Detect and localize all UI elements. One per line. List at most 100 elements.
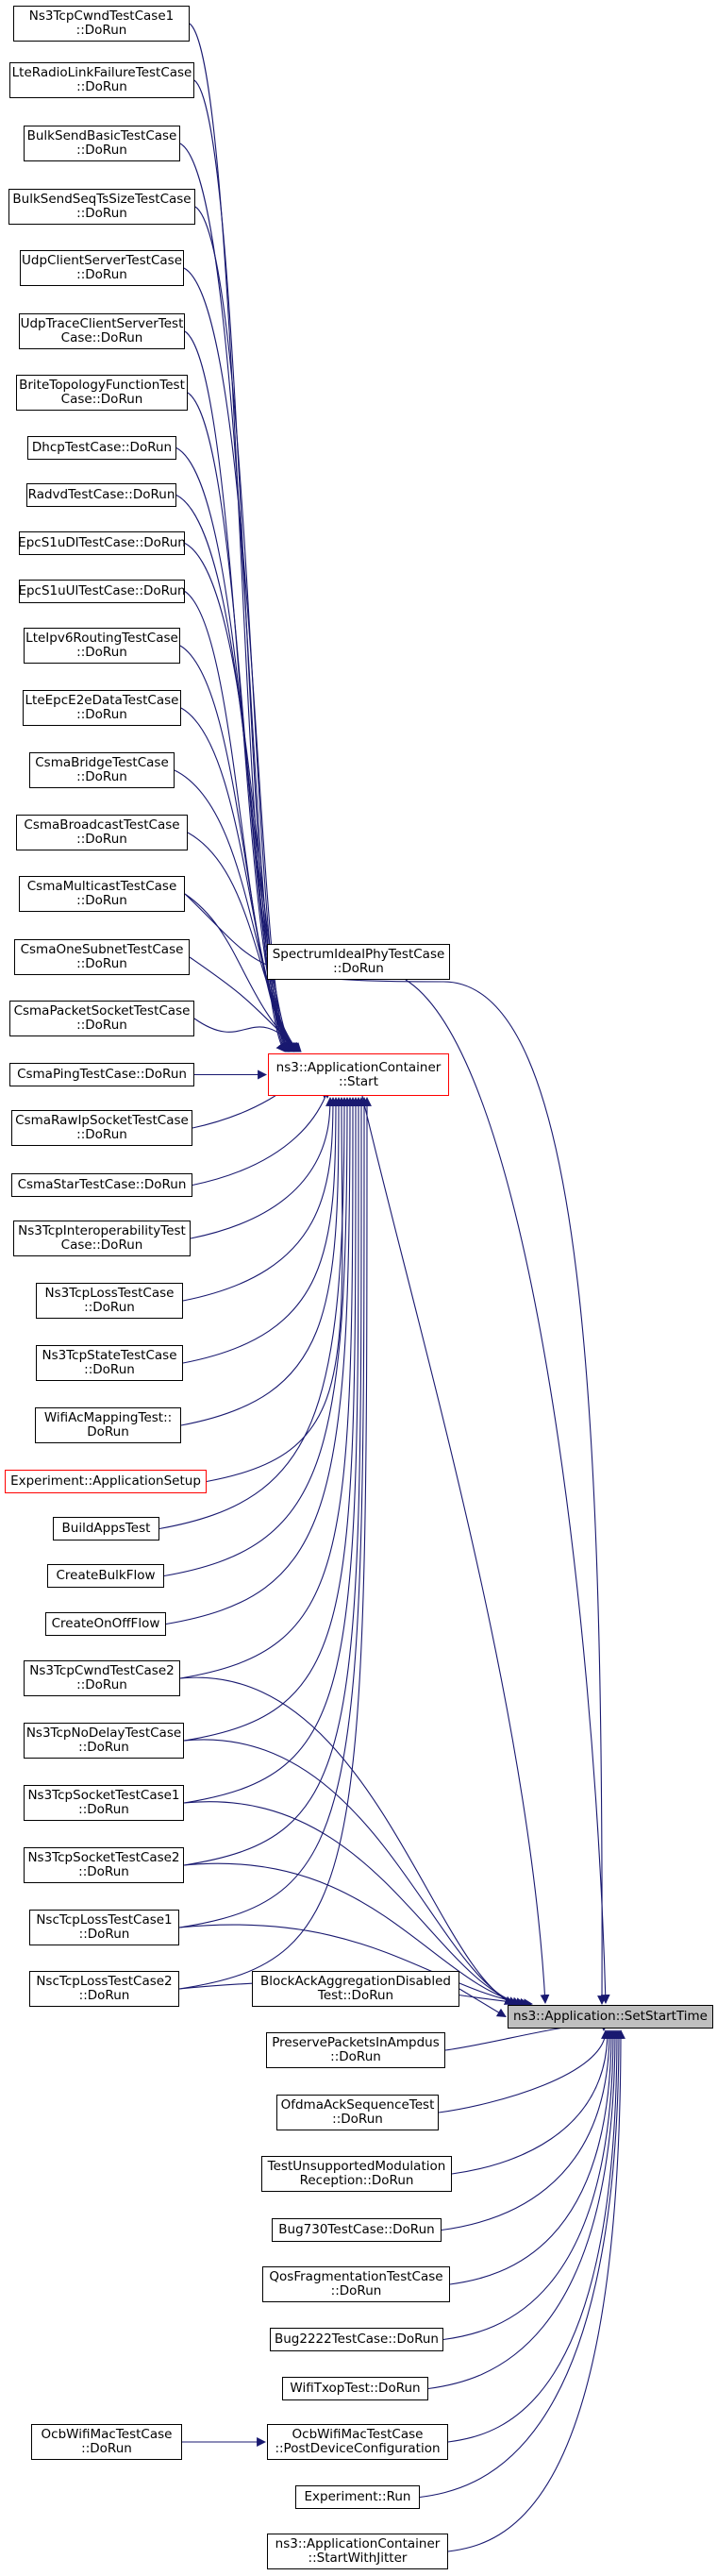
node-ns3tcp-no-delay[interactable]: Ns3TcpNoDelayTestCase::DoRun [24, 1723, 184, 1759]
node-epc-s1u-ul[interactable]: EpcS1uUlTestCase::DoRun [18, 580, 186, 603]
node-label: ::Start [338, 1073, 379, 1089]
node-create-bulk-flow[interactable]: CreateBulkFlow [47, 1564, 164, 1588]
node-label: UdpTraceClientServerTest [20, 316, 184, 331]
node-ofdma-ack-sequence[interactable]: OfdmaAckSequenceTest::DoRun [276, 2095, 439, 2130]
node-wifi-txop[interactable]: WifiTxopTest::DoRun [282, 2377, 428, 2400]
node-label: BulkSendSeqTsSizeTestCase [12, 192, 192, 207]
node-csma-packet-socket[interactable]: CsmaPacketSocketTestCase::DoRun [9, 1001, 194, 1036]
node-epc-s1u-dl[interactable]: EpcS1uDlTestCase::DoRun [18, 531, 186, 555]
node-label: ::DoRun [333, 961, 384, 976]
node-label: UdpClientServerTestCase [22, 253, 182, 268]
node-label: CsmaPacketSocketTestCase [13, 1003, 191, 1019]
node-label: EpcS1uDlTestCase::DoRun [18, 535, 186, 550]
node-label: LteRadioLinkFailureTestCase [11, 65, 192, 80]
node-ns3tcp-socket-2[interactable]: Ns3TcpSocketTestCase2::DoRun [24, 1847, 184, 1883]
node-csma-broadcast[interactable]: CsmaBroadcastTestCase::DoRun [16, 815, 188, 850]
node-label: RadvdTestCase::DoRun [27, 487, 175, 502]
node-csma-multicast[interactable]: CsmaMulticastTestCase::DoRun [19, 876, 185, 912]
node-csma-bridge[interactable]: CsmaBridgeTestCase::DoRun [29, 752, 175, 788]
node-csma-star[interactable]: CsmaStarTestCase::DoRun [11, 1173, 192, 1197]
node-create-on-off-flow[interactable]: CreateOnOffFlow [45, 1612, 166, 1636]
edge-bug2222-to-set-start-time [442, 2029, 618, 2341]
node-label: ::DoRun [76, 143, 127, 158]
node-nsc-tcp-loss-2[interactable]: NscTcpLossTestCase2::DoRun [29, 1971, 179, 2007]
node-label: ::DoRun [81, 2441, 132, 2456]
edge-ns3tcp-no-delay-to-set-start-time [183, 1739, 518, 2006]
node-csma-ping[interactable]: CsmaPingTestCase::DoRun [9, 1063, 194, 1086]
node-app-container-start-with-jitter[interactable]: ns3::ApplicationContainer::StartWithJitt… [267, 2534, 448, 2569]
node-label: Reception::DoRun [299, 2173, 414, 2188]
node-preserve-packets-in-ampdus[interactable]: PreservePacketsInAmpdus::DoRun [266, 2032, 445, 2068]
edge-lte-radio-link-failure-to-app-container-start [193, 79, 287, 1052]
node-ns3tcp-state[interactable]: Ns3TcpStateTestCase::DoRun [36, 1345, 183, 1381]
node-csma-raw-ip-socket[interactable]: CsmaRawIpSocketTestCase::DoRun [11, 1110, 192, 1146]
node-label: ::DoRun [330, 2049, 381, 2064]
node-ocb-wifi-mac-do-run[interactable]: OcbWifiMacTestCase::DoRun [31, 2424, 182, 2460]
node-nsc-tcp-loss-1[interactable]: NscTcpLossTestCase1::DoRun [29, 1910, 179, 1945]
node-label: CsmaOneSubnetTestCase [20, 942, 184, 957]
node-experiment-application-setup[interactable]: Experiment::ApplicationSetup [5, 1470, 207, 1493]
node-label: CsmaBridgeTestCase [35, 755, 169, 770]
node-ns3tcp-socket-1[interactable]: Ns3TcpSocketTestCase1::DoRun [24, 1785, 184, 1821]
node-dhcp[interactable]: DhcpTestCase::DoRun [27, 436, 176, 460]
node-udp-client-server[interactable]: UdpClientServerTestCase::DoRun [20, 250, 184, 286]
edge-ns3tcp-no-delay-to-app-container-start [183, 1097, 360, 1742]
node-label: Ns3TcpCwndTestCase1 [28, 8, 175, 24]
node-ocb-wifi-mac-post-device[interactable]: OcbWifiMacTestCase::PostDeviceConfigurat… [267, 2424, 448, 2460]
node-build-apps-test[interactable]: BuildAppsTest [53, 1517, 159, 1541]
node-ns3tcp-cwnd-2[interactable]: Ns3TcpCwndTestCase2::DoRun [24, 1660, 180, 1696]
node-label: ::DoRun [76, 267, 127, 282]
node-label: ::DoRun [78, 1927, 130, 1942]
node-experiment-run[interactable]: Experiment::Run [295, 2485, 420, 2509]
node-label: ::DoRun [84, 1300, 135, 1315]
node-label: CreateBulkFlow [56, 1568, 156, 1583]
node-app-container-start[interactable]: ns3::ApplicationContainer::Start [268, 1053, 449, 1096]
edge-preserve-packets-in-ampdus-to-set-start-time [444, 2022, 609, 2051]
edge-create-on-off-flow-to-app-container-start [165, 1097, 355, 1625]
node-radvd[interactable]: RadvdTestCase::DoRun [26, 483, 176, 507]
node-lte-radio-link-failure[interactable]: LteRadioLinkFailureTestCase::DoRun [9, 62, 194, 98]
node-qos-fragmentation[interactable]: QosFragmentationTestCase::DoRun [262, 2266, 450, 2302]
edge-radvd-to-app-container-start [175, 495, 293, 1052]
edge-udp-client-server-to-app-container-start [183, 267, 290, 1052]
node-label: BulkSendBasicTestCase [26, 128, 177, 143]
edge-create-bulk-flow-to-app-container-start [163, 1097, 352, 1577]
node-label: Bug730TestCase::DoRun [278, 2222, 435, 2237]
node-ns3tcp-loss[interactable]: Ns3TcpLossTestCase::DoRun [36, 1283, 183, 1319]
node-bulk-send-basic[interactable]: BulkSendBasicTestCase::DoRun [24, 126, 180, 161]
node-label: ::DoRun [76, 1677, 127, 1692]
node-label: ::DoRun [76, 956, 127, 971]
edge-block-ack-aggregation-to-set-start-time [459, 1988, 507, 2018]
node-label: LteIpv6RoutingTestCase [25, 631, 178, 646]
node-bug730[interactable]: Bug730TestCase::DoRun [272, 2218, 442, 2242]
node-wifi-ac-mapping[interactable]: WifiAcMappingTest::DoRun [35, 1407, 181, 1443]
edge-wifi-txop-to-set-start-time [427, 2029, 620, 2390]
node-label: ns3::Application::SetStartTime [513, 2009, 708, 2024]
node-bulk-send-seq-ts[interactable]: BulkSendSeqTsSizeTestCase::DoRun [8, 189, 195, 225]
node-lte-epc-e2e-data[interactable]: LteEpcE2eDataTestCase::DoRun [23, 690, 181, 726]
node-ns3tcp-cwnd-1[interactable]: Ns3TcpCwndTestCase1::DoRun [13, 6, 190, 42]
node-label: ::DoRun [76, 645, 127, 660]
node-label: Case::DoRun [60, 330, 143, 345]
node-bug2222[interactable]: Bug2222TestCase::DoRun [270, 2328, 443, 2351]
node-label: ns3::ApplicationContainer [275, 2536, 441, 2551]
node-label: Test::DoRun [317, 1988, 394, 2003]
node-label: WifiAcMappingTest:: [43, 1410, 173, 1425]
node-label: CsmaRawIpSocketTestCase [15, 1113, 189, 1128]
node-label: ::DoRun [78, 1802, 129, 1817]
node-lte-ipv6-routing[interactable]: LteIpv6RoutingTestCase::DoRun [24, 628, 180, 664]
node-csma-one-subnet[interactable]: CsmaOneSubnetTestCase::DoRun [14, 939, 190, 975]
node-label: ::StartWithJitter [308, 2551, 408, 2566]
node-label: BuildAppsTest [61, 1521, 151, 1536]
node-label: Ns3TcpNoDelayTestCase [25, 1726, 182, 1741]
node-label: EpcS1uUlTestCase::DoRun [18, 583, 186, 598]
node-spectrum-ideal-phy[interactable]: SpectrumIdealPhyTestCase::DoRun [267, 944, 450, 980]
edge-app-container-start-with-jitter-to-set-start-time [447, 2029, 625, 2552]
